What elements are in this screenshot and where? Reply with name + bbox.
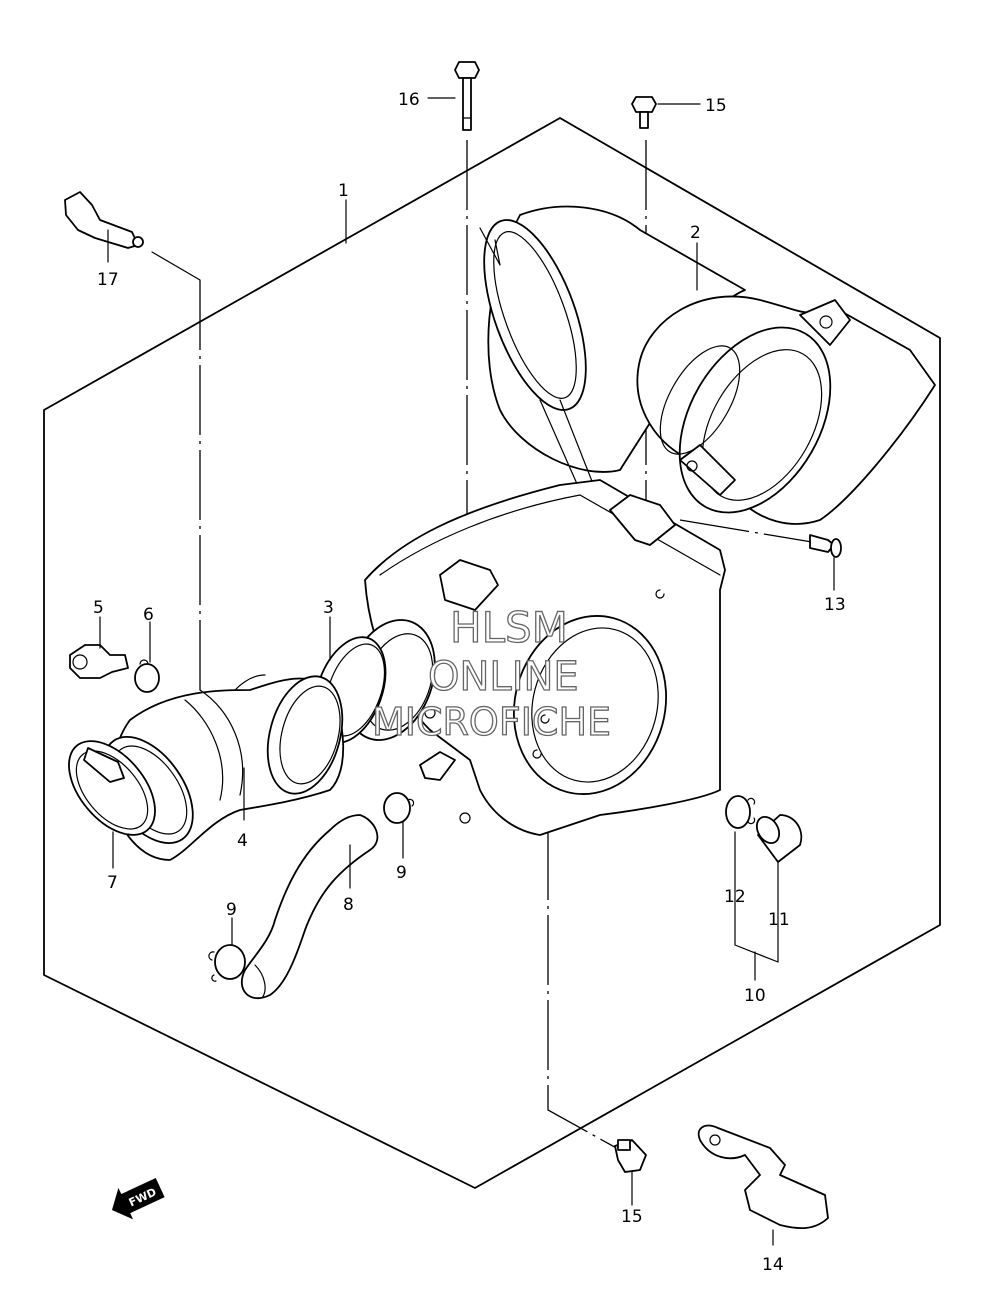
callout-6: 6 (143, 605, 154, 625)
part-9-clip-upper (383, 792, 415, 824)
callout-9-lower: 9 (226, 900, 237, 920)
fwd-arrow-icon: FWD (111, 1178, 165, 1220)
callout-10: 10 (744, 986, 766, 1006)
part-11-cap (755, 814, 803, 863)
callout-5: 5 (93, 598, 104, 618)
callout-8: 8 (343, 895, 354, 915)
callout-12: 12 (724, 887, 746, 907)
part-13-screw (809, 534, 842, 558)
leader-17-diag (151, 251, 201, 281)
watermark-line3: MICROFICHE (372, 700, 611, 744)
leader-15-bottom-dash (547, 830, 621, 1151)
callout-1: 1 (338, 181, 349, 201)
callout-7: 7 (107, 873, 118, 893)
part-9-clip-lower (208, 944, 246, 982)
part-1-air-cleaner-box (364, 479, 726, 836)
part-16-long-bolt (454, 61, 480, 131)
callout-4: 4 (237, 831, 248, 851)
callout-17: 17 (97, 270, 119, 290)
watermark-line2: ONLINE (428, 654, 579, 700)
part-5-fitting (69, 644, 129, 679)
callout-13: 13 (824, 595, 846, 615)
callout-9-upper: 9 (396, 863, 407, 883)
callout-15-top: 15 (705, 96, 727, 116)
part-14-bracket (697, 1124, 829, 1230)
callout-16: 16 (398, 90, 420, 110)
part-8-drain-hose (240, 814, 379, 1000)
part-6-oring (134, 659, 160, 693)
callout-11: 11 (768, 910, 790, 930)
assembly-boundary-box (43, 117, 941, 1189)
part-15-bolt-bottom (614, 1139, 647, 1173)
callout-14: 14 (762, 1255, 784, 1275)
part-12-ring (725, 795, 756, 829)
callout-3: 3 (323, 598, 334, 618)
leader-13-dash (679, 519, 831, 546)
part-7-hose-clamp (68, 740, 156, 836)
watermark: HLSM ONLINE MICROFICHE (371, 602, 611, 744)
part-17-breather (64, 191, 144, 249)
part-2-filter-cap (636, 295, 936, 525)
callout-15-bottom: 15 (621, 1207, 643, 1227)
leader-10 (734, 831, 779, 963)
callout-2: 2 (690, 223, 701, 243)
part-15-bolt-top (631, 96, 657, 129)
watermark-line1: HLSM (450, 603, 568, 652)
